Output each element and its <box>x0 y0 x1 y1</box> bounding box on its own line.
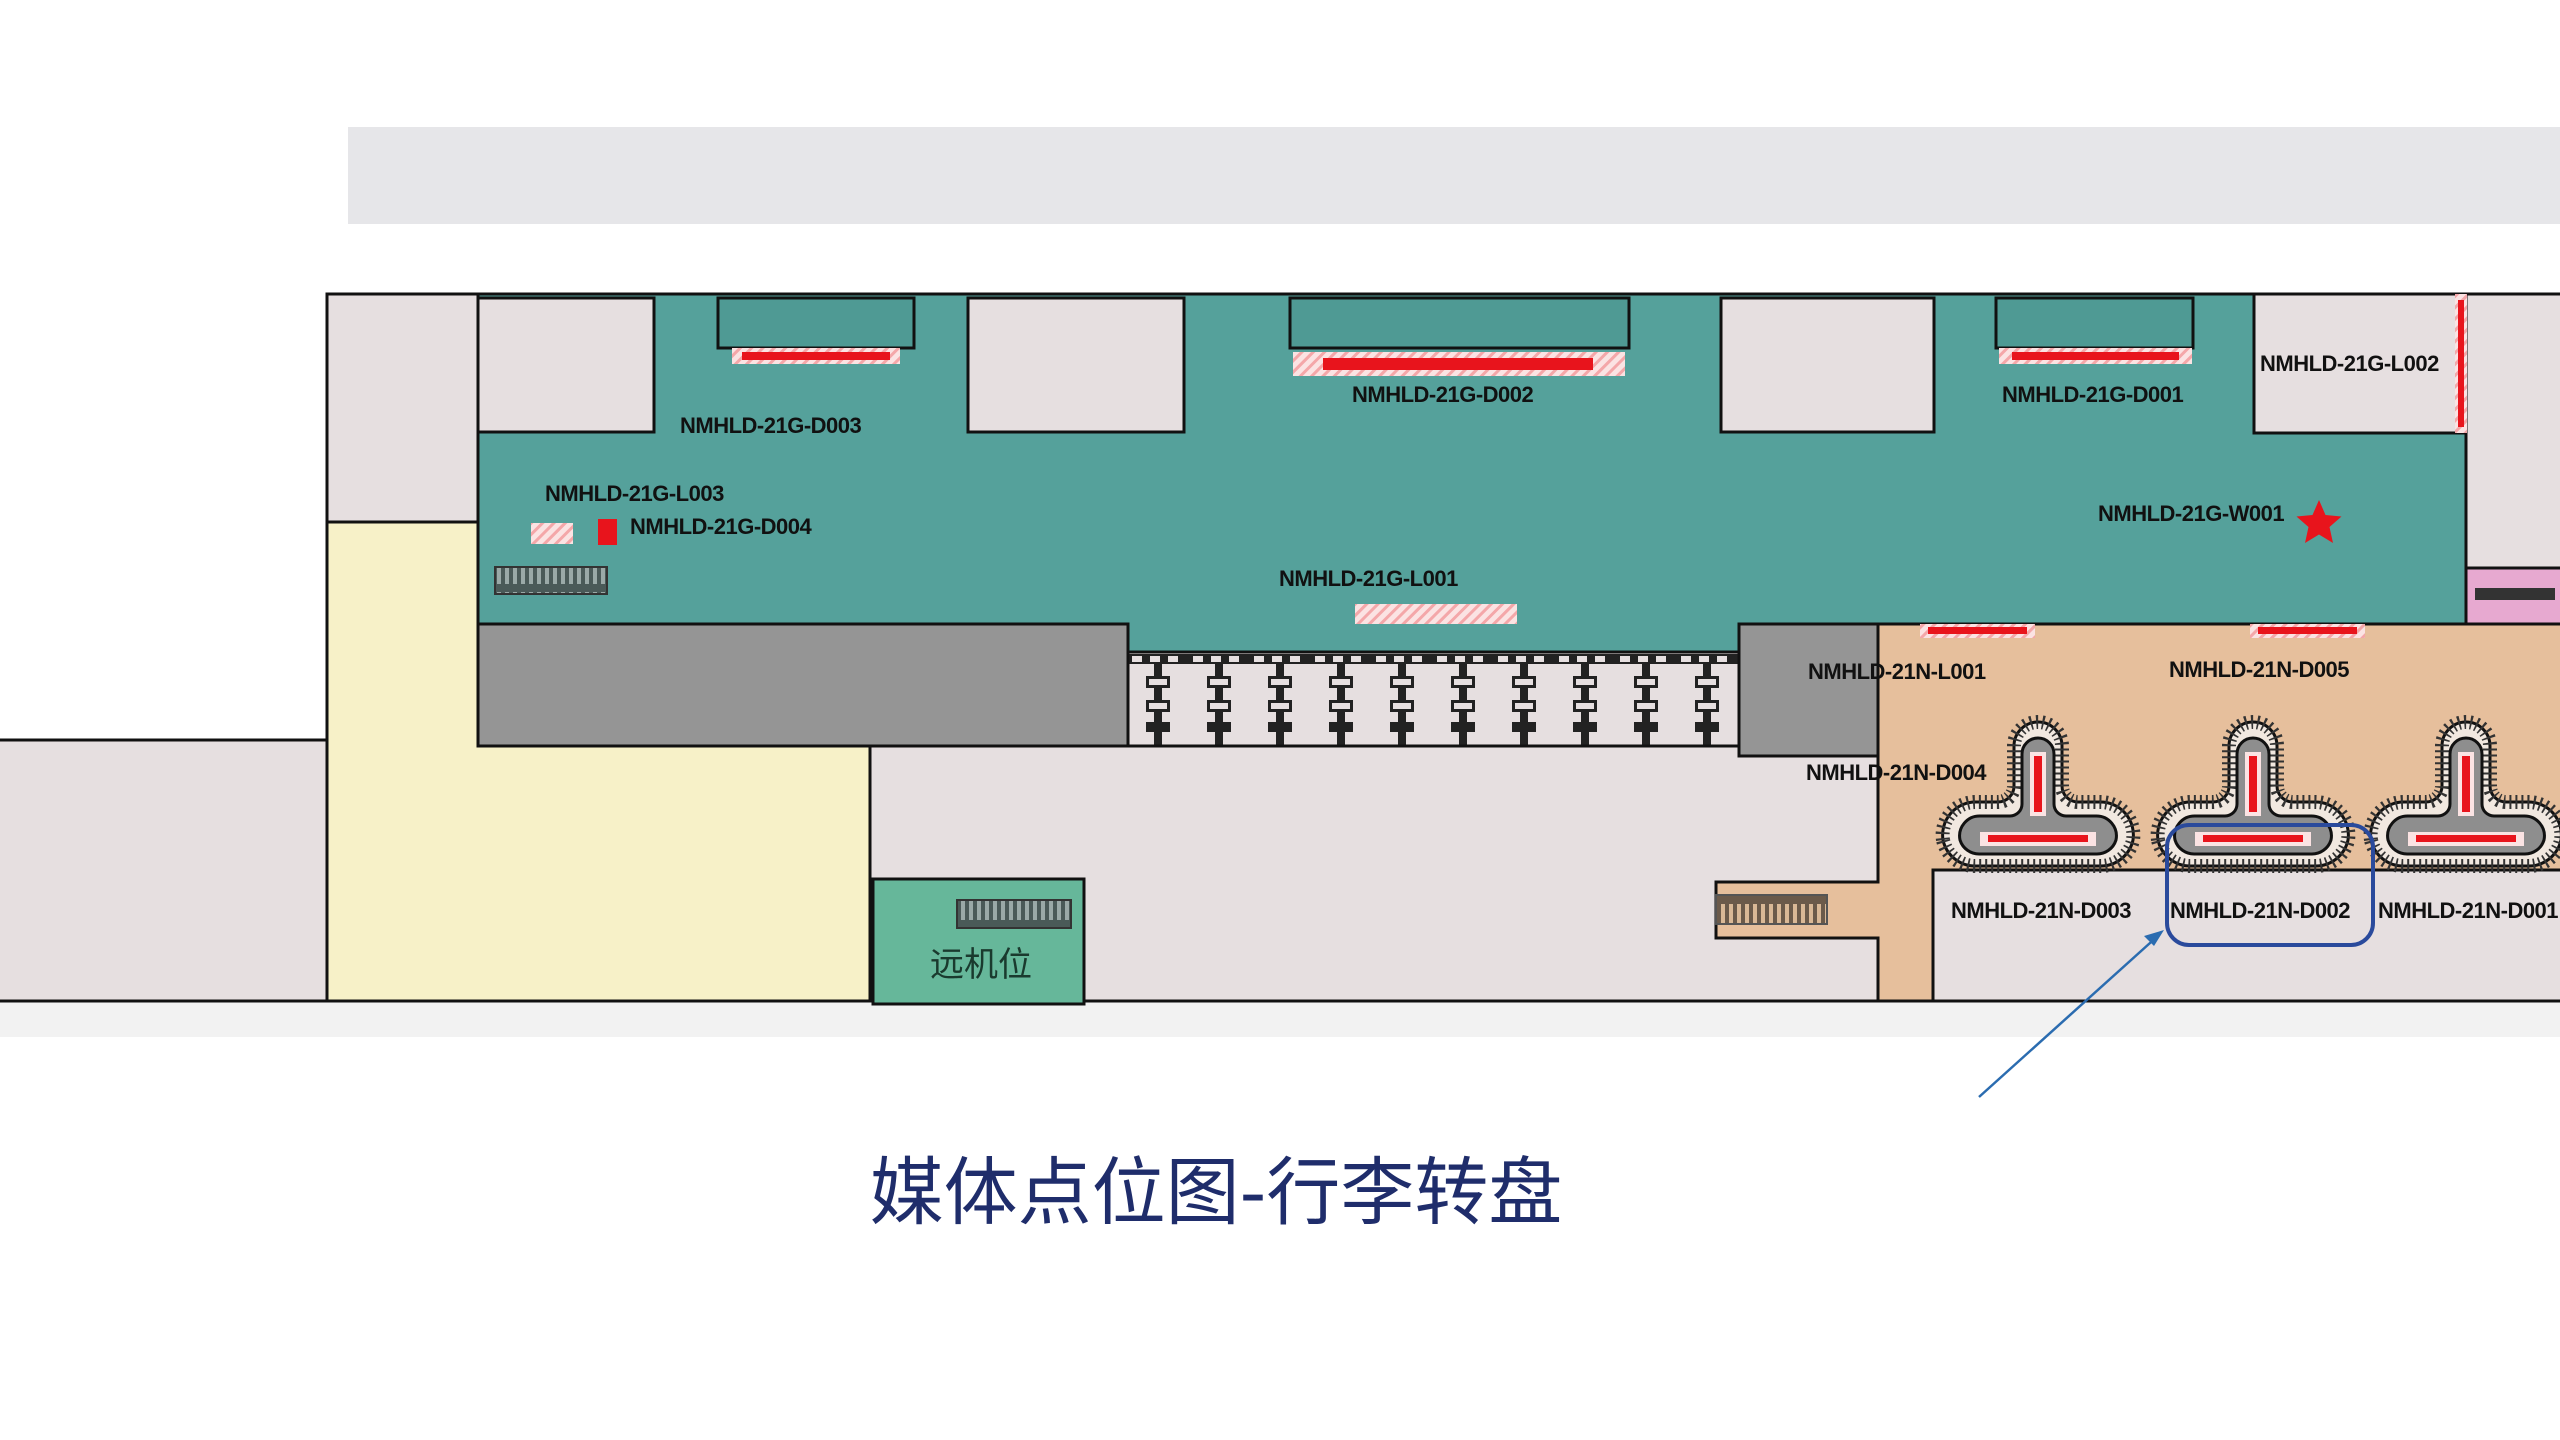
label-g-d003: NMHLD-21G-D003 <box>680 413 862 438</box>
escalator-icon <box>1715 894 1828 925</box>
label-g-l001: NMHLD-21G-L001 <box>1279 566 1458 591</box>
arrivals-room <box>1931 868 2560 1003</box>
media-marker-g-l002[interactable] <box>2455 294 2467 433</box>
media-marker-g-d004[interactable] <box>598 519 617 545</box>
room <box>2252 292 2466 435</box>
label-g-l002: NMHLD-21G-L002 <box>2260 351 2439 376</box>
right-room <box>2464 292 2560 570</box>
alcove <box>1994 296 2195 350</box>
media-marker-n-d005[interactable] <box>2250 624 2365 638</box>
gray-block <box>476 622 1130 748</box>
gray-block <box>1737 622 1880 758</box>
label-g-d004: NMHLD-21G-D004 <box>630 514 813 539</box>
page-title: 媒体点位图-行李转盘 <box>870 1150 1563 1236</box>
alcove <box>716 296 916 350</box>
baggage-carousel-icon <box>2363 715 2560 873</box>
label-g-w001: NMHLD-21G-W001 <box>2098 501 2284 526</box>
label-n-d003: NMHLD-21N-D003 <box>1951 898 2131 923</box>
room <box>966 296 1186 434</box>
media-marker-g-d001[interactable] <box>1999 348 2192 364</box>
alcove <box>1288 296 1631 350</box>
label-g-l003: NMHLD-21G-L003 <box>545 481 724 506</box>
label-g-d001: NMHLD-21G-D001 <box>2002 382 2184 407</box>
tan-zone <box>1714 622 2560 1003</box>
escalator-icon <box>956 899 1072 929</box>
label-n-d002: NMHLD-21N-D002 <box>2170 898 2350 923</box>
media-marker-g-d003[interactable] <box>732 348 900 364</box>
remote-stand-area <box>871 877 1086 1006</box>
left-outer-room <box>0 738 329 1003</box>
media-marker-g-l003[interactable] <box>531 523 573 544</box>
label-n-l001: NMHLD-21N-L001 <box>1808 659 1986 684</box>
media-marker-g-l001[interactable] <box>1355 604 1517 624</box>
media-marker-g-d002[interactable] <box>1293 352 1625 376</box>
gate-area <box>1126 650 1741 748</box>
baggage-carousel-icon <box>1935 715 2141 873</box>
left-column-room <box>325 292 480 524</box>
restroom-icon <box>2475 588 2555 600</box>
label-g-d002: NMHLD-21G-D002 <box>1352 382 1534 407</box>
highlight-box <box>2165 823 2375 947</box>
escalator-icon <box>494 566 608 595</box>
remote-stand-label: 远机位 <box>930 945 1032 985</box>
label-n-d005: NMHLD-21N-D005 <box>2169 657 2349 682</box>
star-icon[interactable] <box>2296 500 2342 543</box>
label-n-d004: NMHLD-21N-D004 <box>1806 760 1987 785</box>
room <box>1719 296 1936 434</box>
pointer-arrow <box>1978 933 2161 1098</box>
room <box>476 296 656 434</box>
arrow-head-icon <box>2144 930 2164 946</box>
top-banner <box>348 127 2560 224</box>
media-marker-n-l001[interactable] <box>1920 624 2035 638</box>
label-n-d001: NMHLD-21N-D001 <box>2378 898 2558 923</box>
bottom-strip <box>0 1001 2560 1037</box>
